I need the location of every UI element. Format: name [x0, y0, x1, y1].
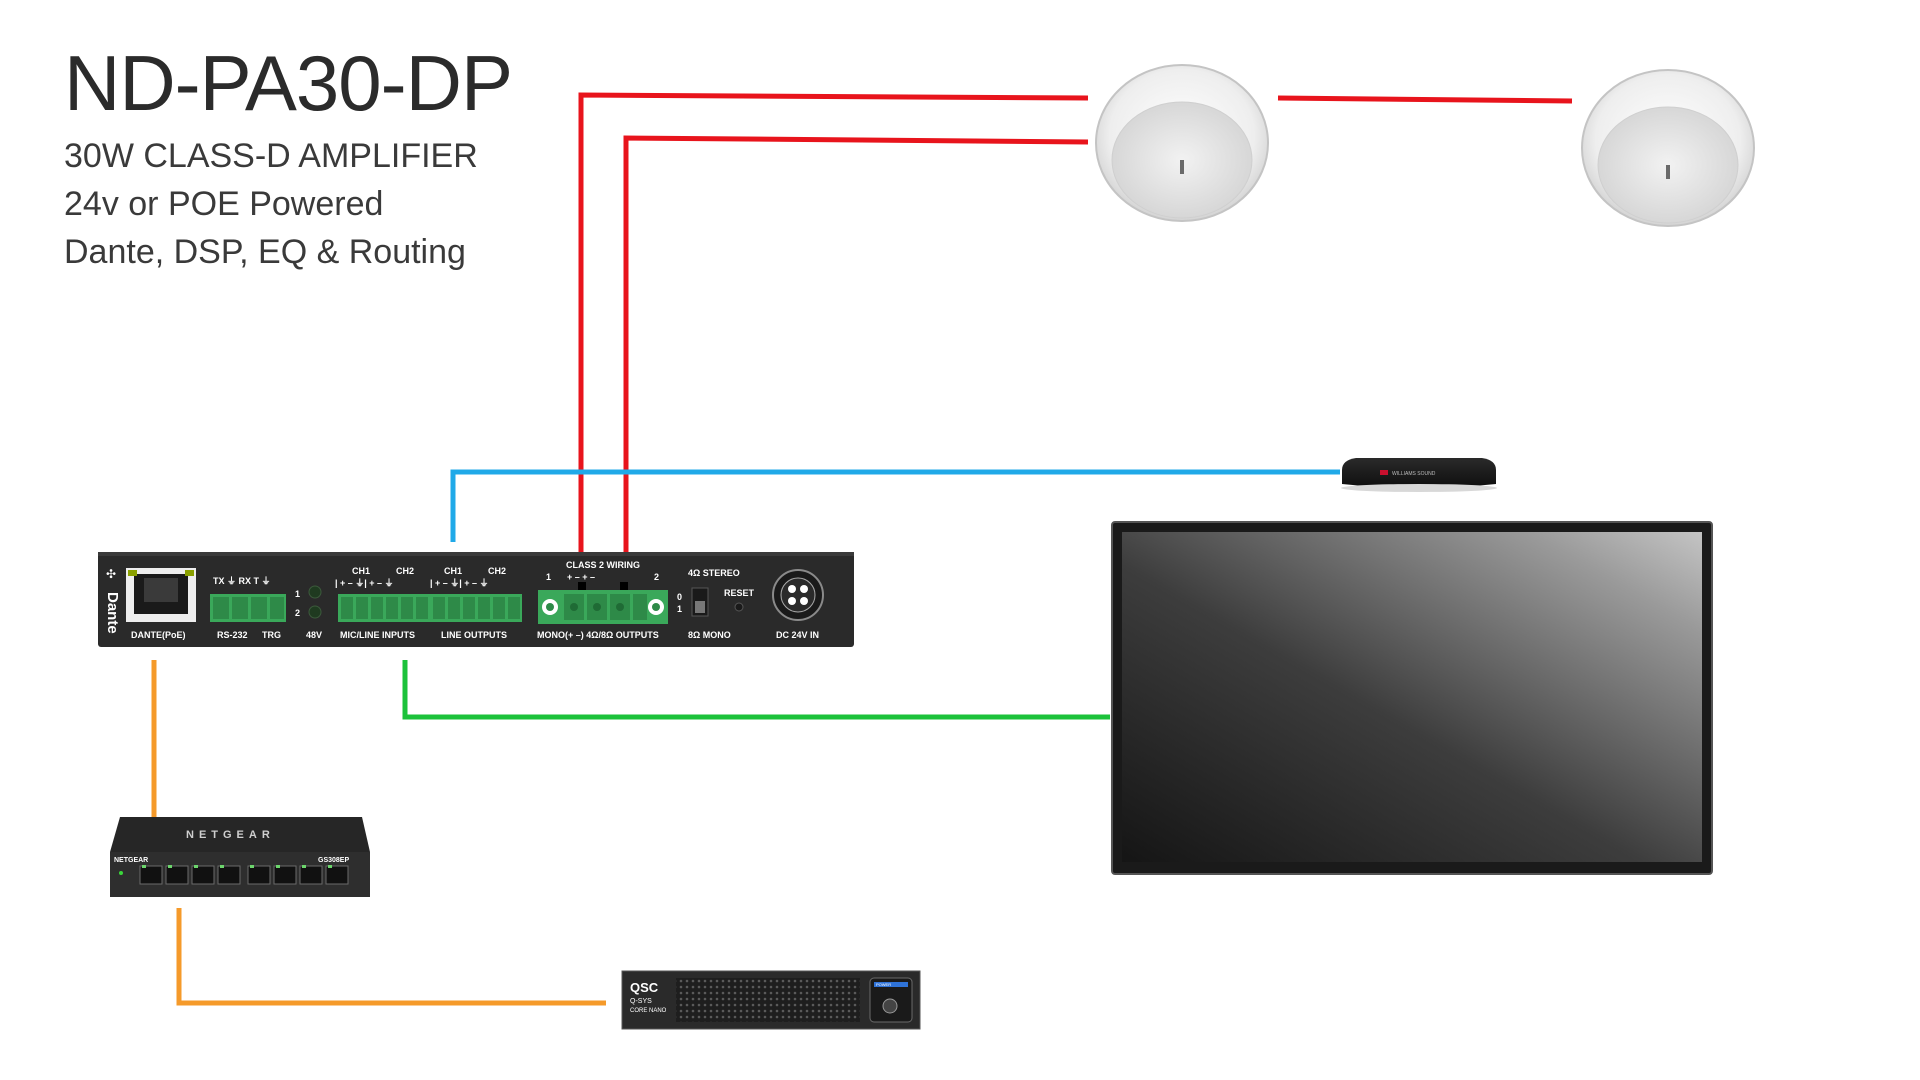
speaker-outputs-label: MONO(+ –) 4Ω/8Ω OUTPUTS [537, 630, 659, 640]
qsc-power-label: POWER [876, 982, 891, 987]
speaker-output-terminal [538, 590, 668, 624]
speaker-wire-1 [578, 92, 1089, 558]
subtitle-amplifier: 30W CLASS-D AMPLIFIER [64, 137, 478, 175]
phantom-led-2 [308, 605, 322, 619]
switch-num-0: 0 [677, 592, 682, 602]
dante-port-label: DANTE(PoE) [131, 630, 186, 640]
ceiling-speaker-right [1581, 69, 1755, 227]
speaker-out-num-2: 2 [654, 572, 659, 582]
speaker-link-wire [1277, 95, 1573, 104]
phantom-led-1 [308, 585, 322, 599]
switch-brand-top: NETGEAR [186, 829, 275, 841]
switch-power-led [119, 871, 123, 875]
assistive-listening-input-wire [450, 469, 1340, 542]
rs232-label: RS-232 [217, 630, 248, 640]
subtitle-power: 24v or POE Powered [64, 185, 384, 223]
qsc-submodel: CORE NANO [630, 1008, 667, 1014]
class2-marker-2 [620, 582, 628, 590]
receiver-brand-label: WILLIAMS SOUND [1392, 471, 1436, 477]
class2-wiring-label: CLASS 2 WIRING [566, 560, 640, 570]
input-ch1-label: CH1 [352, 566, 370, 576]
rs232-terminal [210, 594, 286, 622]
amplifier-rear-panel: Dante ✣ DANTE(PoE) TX ⏚ RX T ⏚ RS-232 TR… [98, 552, 854, 647]
reset-button[interactable] [734, 602, 744, 612]
title-block: ND-PA30-DP 30W CLASS-D AMPLIFIER 24v or … [64, 39, 513, 276]
dante-act-led [185, 570, 194, 576]
dante-link-led [128, 570, 137, 576]
dante-logo: Dante [104, 592, 121, 634]
switch-model: GS308EP [318, 857, 349, 864]
output-ch2-label: CH2 [488, 566, 506, 576]
mic-line-inputs-label: MIC/LINE INPUTS [340, 630, 415, 640]
output-ch1-label: CH1 [444, 566, 462, 576]
qsc-vent-grille [676, 978, 860, 1022]
qsc-power-button[interactable] [882, 998, 898, 1014]
assistive-listening-transmitter: WILLIAMS SOUND [1341, 458, 1497, 492]
network-switch: NETGEAR NETGEAR GS308EP [110, 817, 370, 897]
mono-label: 8Ω MONO [688, 630, 731, 640]
stereo-label: 4Ω STEREO [688, 568, 740, 578]
switch-num-1: 1 [677, 604, 682, 614]
class2-marker-1 [578, 582, 586, 590]
speaker-wire-2 [623, 135, 1089, 558]
dante-logo-icon: ✣ [106, 567, 116, 581]
switch-brand-front: NETGEAR [114, 857, 148, 864]
qsc-core-nano: QSC Q-SYS CORE NANO POWER [621, 970, 921, 1030]
line-output-terminal [430, 594, 522, 622]
qsc-model: Q-SYS [630, 998, 652, 1005]
receiver-logo-icon [1380, 470, 1388, 475]
trg-label: TRG [262, 630, 281, 640]
display-monitor [1111, 521, 1713, 875]
diagram-title: ND-PA30-DP [64, 39, 513, 127]
rs232-pin-label: TX ⏚ RX T ⏚ [213, 576, 271, 586]
led-num-1: 1 [295, 589, 300, 599]
speaker-out-num-1: 1 [546, 572, 551, 582]
qsc-power-indicator [874, 982, 908, 987]
subtitle-features: Dante, DSP, EQ & Routing [64, 233, 466, 271]
phantom-48v-label: 48V [306, 630, 322, 640]
switch-ports [139, 865, 349, 885]
class2-pin-label: + – + – [567, 572, 595, 582]
ceiling-speaker-left [1095, 64, 1269, 222]
input-ch2-label: CH2 [396, 566, 414, 576]
line-outputs-label: LINE OUTPUTS [441, 630, 507, 640]
mic-line-input-terminal [338, 594, 430, 622]
wires [151, 92, 1573, 1006]
reset-label: RESET [724, 588, 755, 598]
dsp-network-wire [176, 908, 606, 1006]
output-pin-label: | + – ⏚| + – ⏚ [430, 578, 489, 588]
qsc-brand: QSC [630, 980, 659, 995]
display-audio-wire [402, 660, 1110, 720]
input-pin-label: | + – ⏚| + – ⏚ [335, 578, 394, 588]
display-screen [1122, 532, 1702, 862]
led-num-2: 2 [295, 608, 300, 618]
dc-in-label: DC 24V IN [776, 630, 819, 640]
